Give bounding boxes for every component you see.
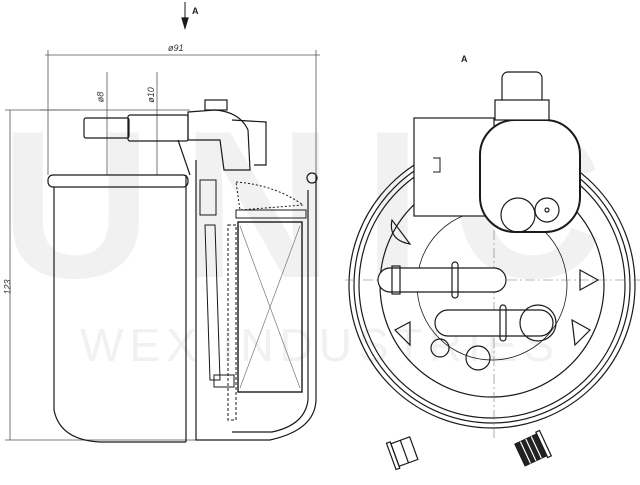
view-arrow-label: A (192, 6, 199, 16)
dimension-ports (40, 72, 190, 175)
diameter-port-small-label: ø8 (95, 91, 106, 103)
side-view-ports (83, 99, 267, 176)
dimension-diameter-body (45, 50, 320, 175)
view-arrow-icon (181, 2, 189, 31)
side-view-internals (199, 179, 307, 421)
dimension-height (5, 109, 200, 441)
detail-part-grommet (514, 429, 553, 467)
diameter-port-large-label: ø10 (145, 87, 156, 103)
height-label: 123 (2, 279, 13, 295)
end-view-a (345, 71, 640, 440)
detail-part-bushing (385, 436, 419, 471)
side-view-housing (47, 160, 318, 443)
diameter-body-label: ø91 (168, 43, 184, 53)
view-a-label: A (461, 54, 468, 64)
